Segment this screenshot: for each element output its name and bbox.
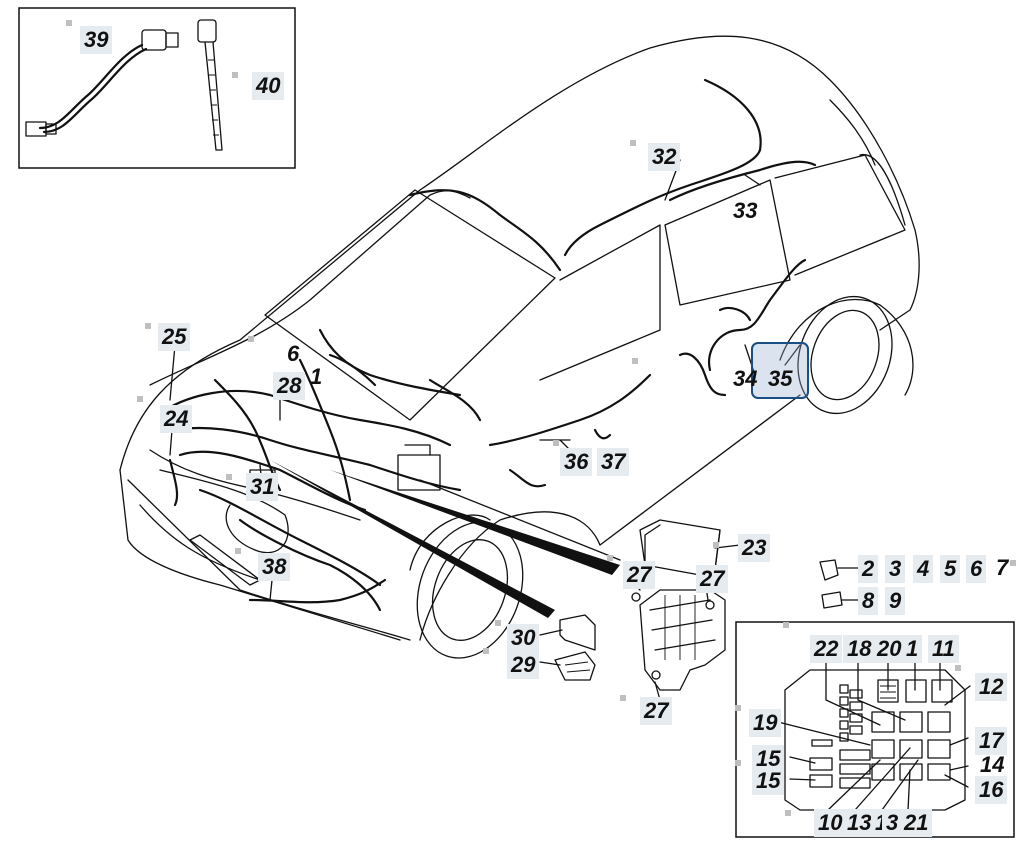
- callout-27c[interactable]: 27: [640, 697, 673, 725]
- callout-17[interactable]: 17: [975, 727, 1008, 755]
- callout-31[interactable]: 31: [246, 473, 279, 501]
- callout-4[interactable]: 4: [913, 555, 934, 583]
- cable-tie-40: [197, 19, 223, 151]
- callout-30[interactable]: 30: [507, 624, 540, 652]
- marker: [632, 358, 638, 364]
- callout-36[interactable]: 36: [560, 448, 593, 476]
- marker: [66, 20, 72, 26]
- car-body-outline: [119, 35, 920, 659]
- callout-37[interactable]: 37: [597, 448, 630, 476]
- callout-24[interactable]: 24: [160, 405, 193, 433]
- callout-1b[interactable]: 1: [902, 635, 923, 663]
- selected-part-highlight[interactable]: [751, 342, 809, 399]
- roof-harness: [408, 78, 817, 272]
- marker: [235, 548, 241, 554]
- marker: [783, 622, 789, 628]
- callout-29[interactable]: 29: [507, 651, 540, 679]
- callout-34[interactable]: 34: [733, 366, 758, 391]
- marker: [607, 555, 613, 561]
- marker: [226, 474, 232, 480]
- callout-20[interactable]: 20: [873, 635, 906, 663]
- callout-3[interactable]: 3: [885, 555, 906, 583]
- callout-14[interactable]: 14: [980, 752, 1005, 777]
- inset-box-accessories: [18, 7, 296, 169]
- marker: [483, 648, 489, 654]
- callout-33[interactable]: 33: [733, 198, 758, 223]
- callout-13[interactable]: 13: [843, 809, 876, 837]
- marker: [735, 760, 741, 766]
- marker: [620, 695, 626, 701]
- marker: [495, 620, 501, 626]
- marker: [248, 336, 254, 342]
- callout-1[interactable]: 1: [310, 364, 323, 389]
- door-harness-rear: [678, 258, 807, 397]
- marker: [713, 542, 719, 548]
- pointer-wedges: [270, 460, 621, 618]
- marker: [630, 140, 636, 146]
- callout-22[interactable]: 22: [810, 635, 843, 663]
- brackets-29-30: [554, 614, 596, 681]
- marker: [553, 440, 559, 446]
- callout-7[interactable]: 7: [996, 555, 1009, 580]
- marker: [145, 323, 151, 329]
- callout-15b[interactable]: 15: [752, 767, 785, 795]
- callout-18[interactable]: 18: [843, 635, 876, 663]
- callout-8[interactable]: 8: [858, 587, 879, 615]
- callout-19[interactable]: 19: [749, 709, 782, 737]
- front-door-harness: [488, 373, 652, 488]
- marker: [735, 705, 741, 711]
- marker: [137, 396, 143, 402]
- callout-38[interactable]: 38: [258, 553, 291, 581]
- relay-box-body: [631, 589, 726, 691]
- fuse-panel: [777, 657, 971, 811]
- callout-9[interactable]: 9: [885, 587, 906, 615]
- marker: [955, 665, 961, 671]
- callout-6b[interactable]: 6: [966, 555, 987, 583]
- callout-3b[interactable]: 3: [882, 809, 903, 837]
- callout-25[interactable]: 25: [158, 323, 191, 351]
- marker: [785, 810, 791, 816]
- callout-6[interactable]: 6: [287, 341, 300, 366]
- fuse-panel-inset: [735, 621, 1015, 838]
- marker: [1010, 560, 1016, 566]
- callout-27a[interactable]: 27: [623, 561, 656, 589]
- callout-40[interactable]: 40: [252, 72, 285, 100]
- connector-harness-39: [25, 29, 179, 137]
- callout-2[interactable]: 2: [858, 555, 879, 583]
- callout-27b[interactable]: 27: [696, 565, 729, 593]
- engine-bay-harness: [163, 328, 482, 612]
- callout-23[interactable]: 23: [738, 534, 771, 562]
- callout-16[interactable]: 16: [975, 776, 1008, 804]
- callout-21[interactable]: 21: [900, 809, 933, 837]
- callout-11[interactable]: 11: [928, 635, 959, 663]
- small-relays: [819, 559, 863, 609]
- callout-28[interactable]: 28: [273, 372, 306, 400]
- marker: [232, 72, 238, 78]
- callout-5[interactable]: 5: [940, 555, 961, 583]
- callout-10[interactable]: 10: [814, 809, 847, 837]
- callout-12[interactable]: 12: [975, 673, 1008, 701]
- callout-32[interactable]: 32: [648, 143, 681, 171]
- callout-39[interactable]: 39: [80, 26, 113, 54]
- callout-35[interactable]: 35: [768, 366, 793, 391]
